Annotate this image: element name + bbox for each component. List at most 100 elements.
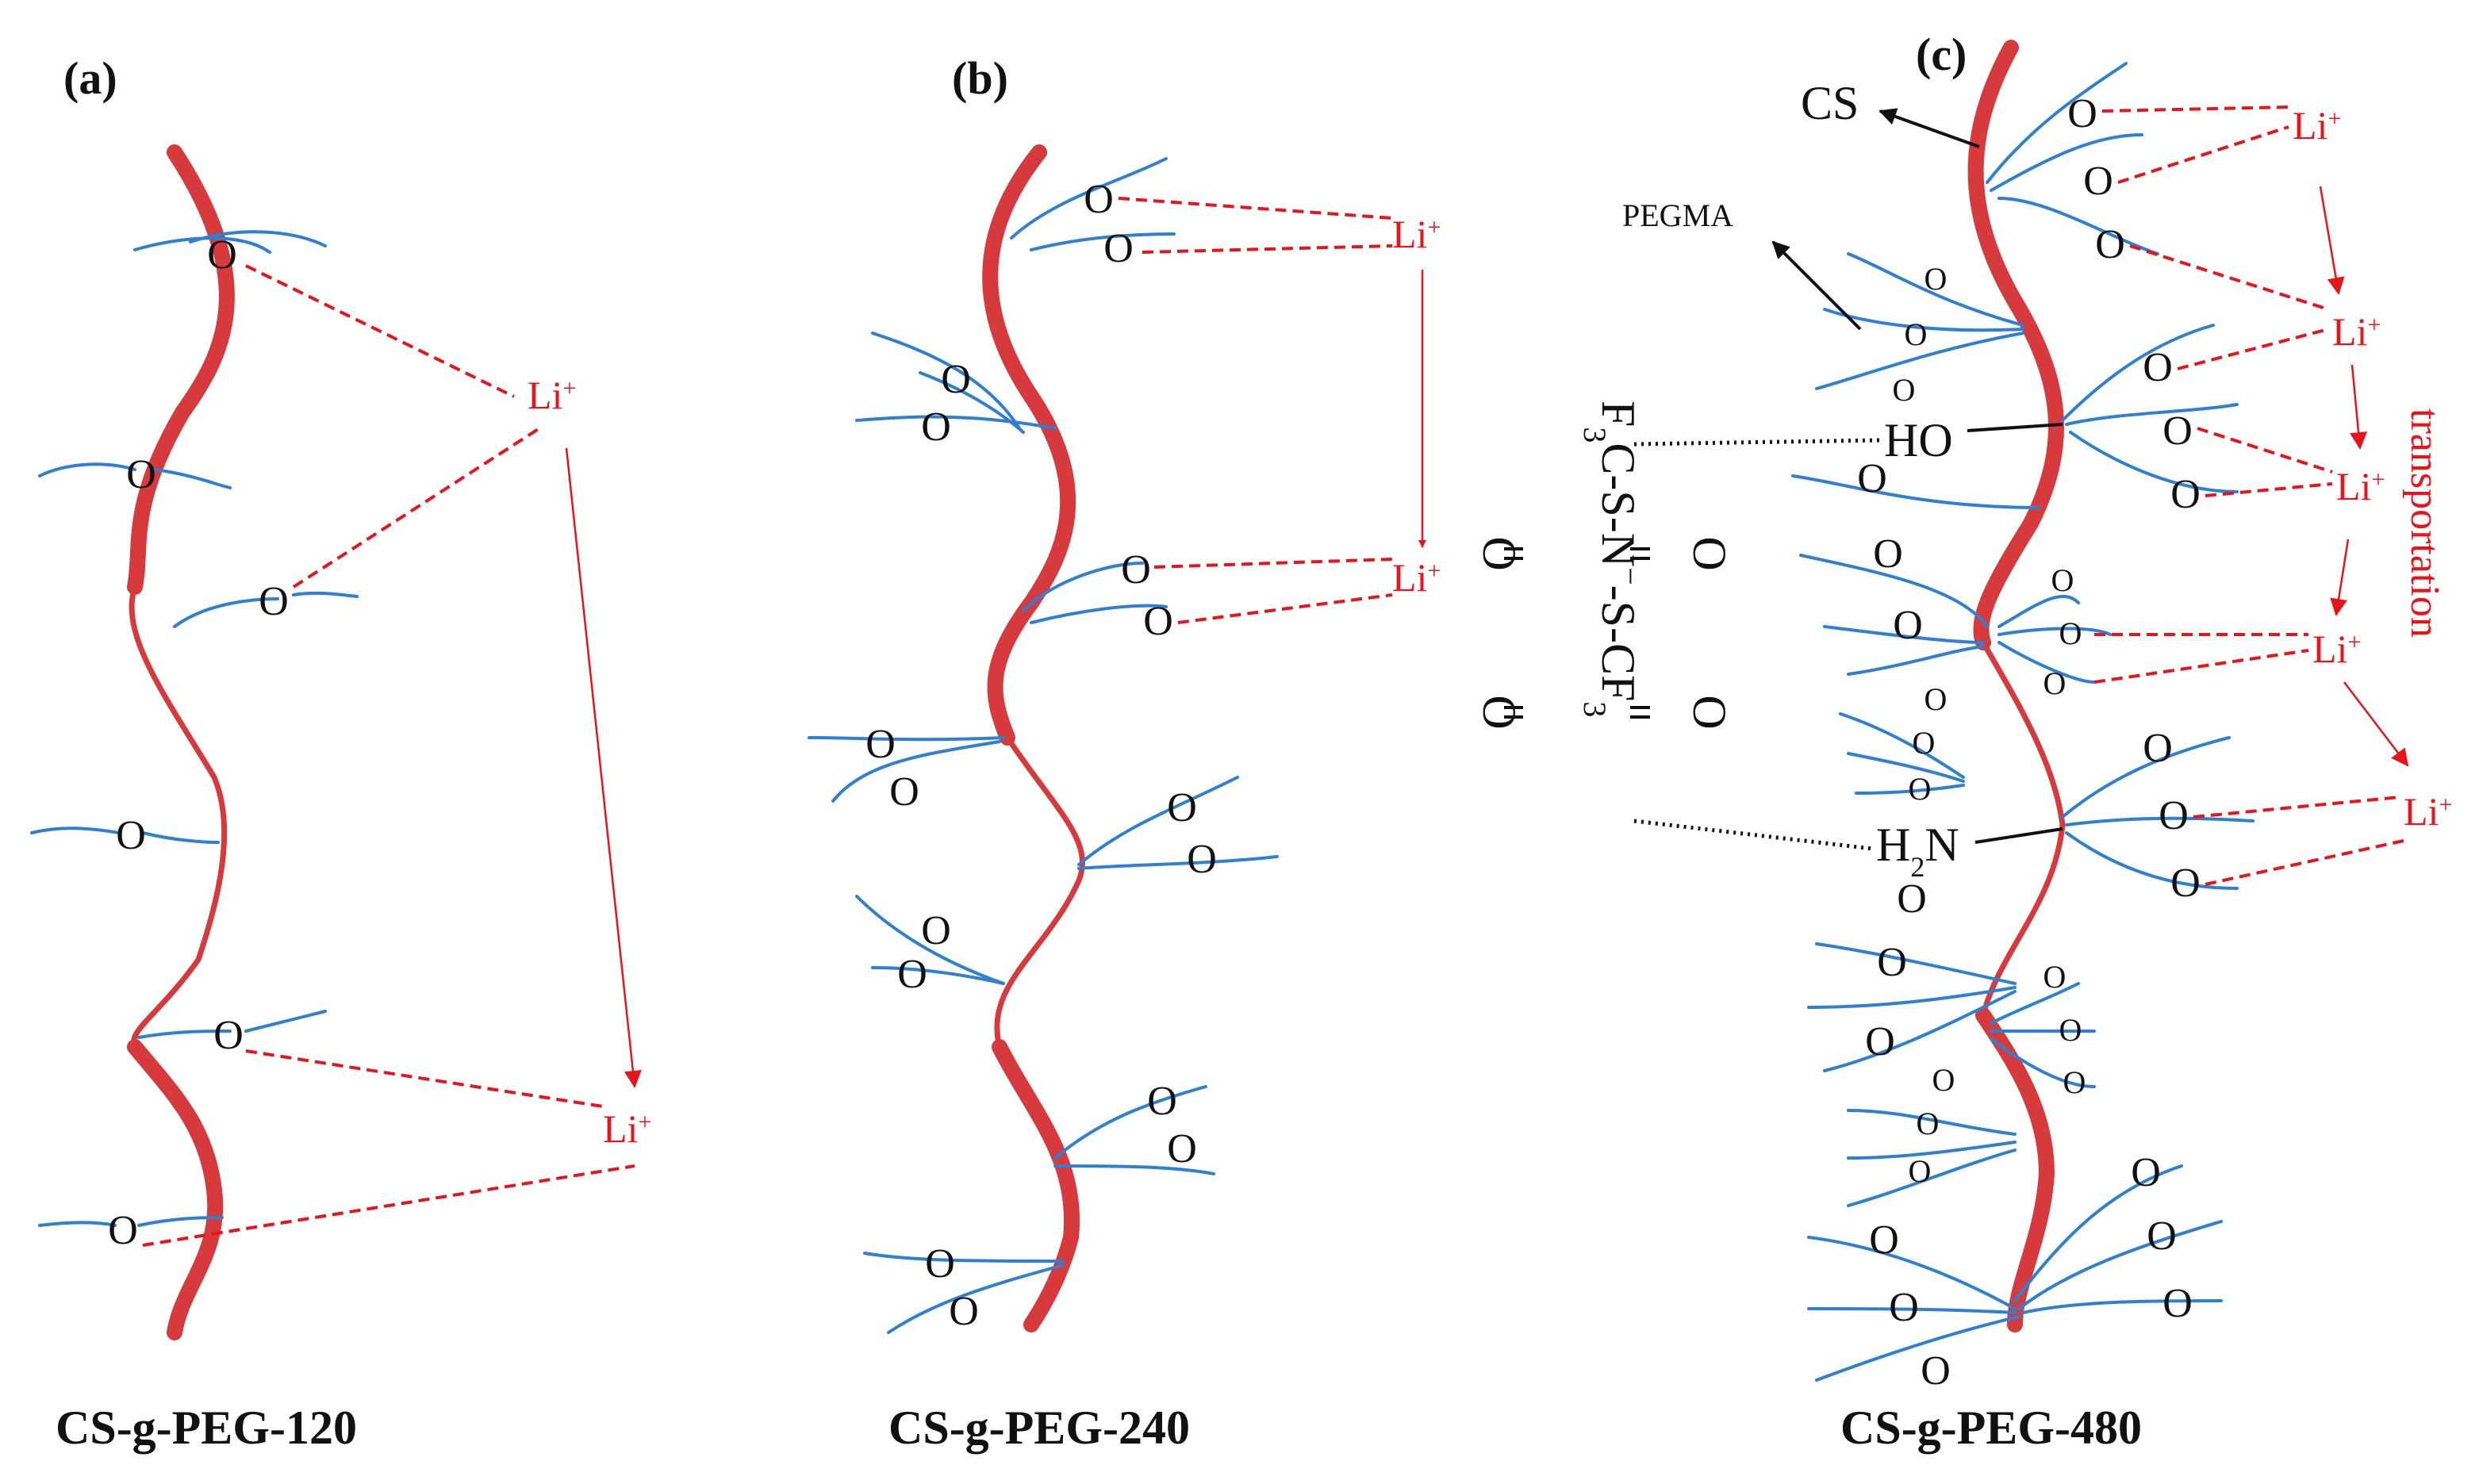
cs-arrow-icon <box>1878 108 1980 148</box>
oxygen-label: O <box>2162 1281 2193 1326</box>
hydrogen-bond <box>1633 438 1881 447</box>
oxygen-label: O <box>2170 472 2201 517</box>
panel-a-label: (a) <box>63 52 117 104</box>
lithium-ion: Li+ <box>2332 309 2381 354</box>
oxygen-label: O <box>921 405 951 450</box>
oxygen-label: O <box>1932 1062 1955 1098</box>
oxygen-label: O <box>2170 861 2201 906</box>
oxygen-label: O <box>2051 562 2074 598</box>
tfsi-anion: F3C-S-N−-S-CF3 O O O O <box>1473 401 1881 851</box>
amine-label: H2N <box>1876 819 1959 883</box>
oxygen-label: O <box>949 1289 979 1334</box>
oxygen-label: O <box>1167 1126 1197 1171</box>
oxygen-label: O <box>1889 1285 1919 1330</box>
anion-formula: F3C-S-N−-S-CF3 <box>1578 401 1649 717</box>
sulfonyl-bonds <box>1504 547 1650 719</box>
oxygen-label: O <box>2147 1214 2177 1259</box>
oxygen-label: O <box>2083 159 2113 204</box>
li-o-coordination <box>142 264 642 1247</box>
oxygen-label: O <box>1917 1106 1940 1141</box>
panel-c-caption: CS-g-PEG-480 <box>1840 1402 2142 1454</box>
panel-c-label: (c) <box>1916 29 1967 80</box>
oxygen-label: O <box>865 722 896 767</box>
oxygen-label: O <box>116 813 146 858</box>
hop-arrow-icon <box>2330 539 2350 616</box>
panel-c: (c) <box>1622 29 2452 1454</box>
lithium-ion: Li+ <box>2312 627 2361 671</box>
oxygen-label: O <box>925 1241 955 1287</box>
oxygen-label: O <box>213 1013 244 1058</box>
panel-b-caption: CS-g-PEG-240 <box>888 1402 1190 1454</box>
hop-arrow-icon <box>565 447 642 1088</box>
cs-label: CS <box>1801 77 1859 129</box>
transportation-label: transportation <box>2402 408 2447 638</box>
oxygen-label: O <box>207 232 237 278</box>
lithium-ion: Li+ <box>2404 789 2452 834</box>
panel-b: (b) O O O O O <box>808 52 1441 1454</box>
lithium-ion: Li+ <box>1392 212 1441 256</box>
oxygen-label: O <box>2043 665 2066 701</box>
peg-side-chains <box>1791 252 2040 1382</box>
oxygen-label: O <box>1187 837 1217 882</box>
li-o-coordination <box>2093 105 2404 886</box>
oxygen-atoms: O O O O O O O O O O O O O O O O O O O O … <box>1857 91 2201 1394</box>
oxygen-label: O <box>889 769 919 815</box>
oxygen-label: O <box>1924 261 1948 297</box>
oxygen-label: O <box>1893 372 1916 408</box>
oxygen-label: O <box>259 579 289 624</box>
cs-backbone <box>127 144 235 595</box>
panel-a-caption: CS-g-PEG-120 <box>56 1402 357 1454</box>
cs-backbone <box>127 1039 224 1340</box>
oxygen-label: O <box>2162 408 2193 454</box>
hop-arrow-icon <box>2350 364 2368 450</box>
pegma-label: PEGMA <box>1622 197 1733 233</box>
oxygen-label: O <box>1857 456 1887 501</box>
oxygen-label: O <box>2043 959 2066 995</box>
cs-backbone <box>994 734 1085 1050</box>
oxygen-label: O <box>1913 725 1936 761</box>
pegma-arrow-icon <box>1771 240 1862 331</box>
peg-side-chains <box>30 230 359 1227</box>
cs-backbone <box>1967 40 2064 650</box>
lithium-ions: Li+ Li+ <box>528 373 651 1151</box>
oxygen-label: O <box>2059 1012 2082 1048</box>
oh-bond <box>1967 423 2063 432</box>
oxygen-label: O <box>1909 1153 1932 1189</box>
oxygen-label: O <box>1683 695 1736 729</box>
lithium-ion: Li+ <box>1392 555 1441 600</box>
peg-side-chains <box>1986 62 2255 1314</box>
oxygen-label: O <box>2131 1150 2161 1195</box>
oxygen-label: O <box>1121 547 1151 592</box>
oxygen-atoms: O O O O O O O O O O O O O O O O <box>865 177 1217 1334</box>
oxygen-atoms: O O O O O O <box>108 232 289 1253</box>
cs-backbone <box>992 1039 1080 1333</box>
li-o-coordination <box>1118 197 1426 624</box>
oxygen-label: O <box>1103 226 1134 271</box>
oxygen-label: O <box>2067 91 2097 136</box>
peg-side-chains <box>808 157 1279 1334</box>
oxygen-label: O <box>2143 726 2173 771</box>
lithium-ions: Li+ Li+ <box>1392 212 1441 600</box>
small-oxygen-atoms: O O O O O O O O O O O O O O O <box>1893 261 2086 1189</box>
oxygen-label: O <box>1865 1019 1895 1064</box>
oxygen-label: O <box>1143 599 1173 644</box>
oxygen-label: O <box>1897 876 1927 922</box>
oxygen-label: O <box>2095 222 2125 267</box>
hydrogen-bond <box>1633 819 1873 851</box>
nh2-bond <box>1974 827 2063 844</box>
hydroxyl-label: HO <box>1884 414 1953 466</box>
oxygen-label: O <box>941 357 971 402</box>
oxygen-label: O <box>1921 1348 1951 1394</box>
cs-backbone <box>982 144 1076 746</box>
oxygen-label: O <box>1909 771 1932 807</box>
lithium-ion: Li+ <box>528 373 576 417</box>
oxygen-label: O <box>1147 1079 1177 1124</box>
hop-arrow-icon <box>2343 681 2409 767</box>
oxygen-label: O <box>1873 531 1903 577</box>
oxygen-label: O <box>2159 793 2189 838</box>
hop-arrow-icon <box>2319 186 2345 295</box>
oxygen-label: O <box>126 452 156 497</box>
oxygen-label: O <box>1167 785 1197 830</box>
cs-backbone <box>129 584 228 1050</box>
